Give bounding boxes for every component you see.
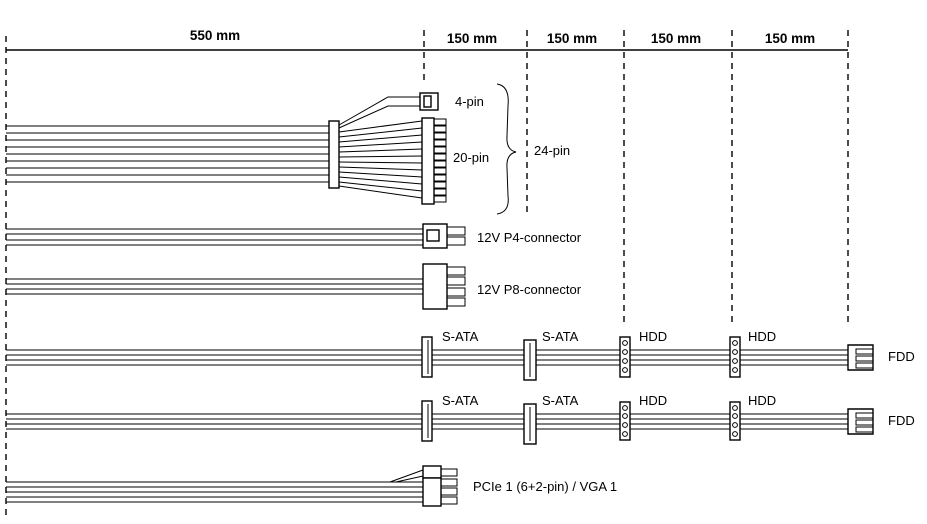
dimension-labels: 550 mm 150 mm 150 mm 150 mm 150 mm xyxy=(190,28,815,46)
sata-label-1b: S-ATA xyxy=(542,329,579,344)
sata-connector-2b xyxy=(523,403,537,445)
sata-connector-1b xyxy=(523,339,537,381)
atx-20pin-label: 20-pin xyxy=(453,150,489,165)
fdd-label-2: FDD xyxy=(888,413,915,428)
hdd-connector-2a xyxy=(619,401,631,441)
fdd-connector-2 xyxy=(847,408,874,435)
p8-label: 12V P8-connector xyxy=(477,282,582,297)
atx-24pin-label: 24-pin xyxy=(534,143,570,158)
hdd-connector-1a xyxy=(619,336,631,378)
atx-24pin-cable: 4-pin 20-pin 24-pin xyxy=(6,83,570,215)
dim-label-550: 550 mm xyxy=(190,28,240,43)
dim-label-150-2: 150 mm xyxy=(547,31,597,46)
dim-label-150-1: 150 mm xyxy=(447,31,497,46)
p4-cable: 12V P4-connector xyxy=(6,223,582,249)
sata-label-2a: S-ATA xyxy=(442,393,479,408)
dim-label-150-4: 150 mm xyxy=(765,31,815,46)
atx-20pin-connector xyxy=(421,117,447,205)
sata-label-2b: S-ATA xyxy=(542,393,579,408)
pcie-cable: PCIe 1 (6+2-pin) / VGA 1 xyxy=(6,465,617,507)
p4-label: 12V P4-connector xyxy=(477,230,582,245)
atx-4pin-label: 4-pin xyxy=(455,94,484,109)
hdd-connector-2b xyxy=(729,401,741,441)
sata-connector-1a xyxy=(421,336,433,378)
atx-4pin-connector xyxy=(419,92,439,111)
atx-brace xyxy=(496,83,517,215)
dimension-lines xyxy=(5,30,849,518)
pcie-label: PCIe 1 (6+2-pin) / VGA 1 xyxy=(473,479,617,494)
hdd-label-2b: HDD xyxy=(748,393,776,408)
sata-cable-row-2: S-ATA S-ATA HDD HDD FDD xyxy=(6,393,915,445)
pcie-connector xyxy=(422,465,458,507)
atx-cable-clamp xyxy=(328,120,340,189)
sata-connector-2a xyxy=(421,400,433,442)
sata-label-1a: S-ATA xyxy=(442,329,479,344)
hdd-label-1a: HDD xyxy=(639,329,667,344)
hdd-label-2a: HDD xyxy=(639,393,667,408)
fdd-connector-1 xyxy=(847,344,874,371)
fdd-label-1: FDD xyxy=(888,349,915,364)
p4-connector xyxy=(422,223,466,249)
sata-cable-row-1: S-ATA S-ATA HDD HDD FDD xyxy=(6,329,915,381)
hdd-label-1b: HDD xyxy=(748,329,776,344)
p8-cable: 12V P8-connector xyxy=(6,263,582,310)
hdd-connector-1b xyxy=(729,336,741,378)
dim-label-150-3: 150 mm xyxy=(651,31,701,46)
p8-connector xyxy=(422,263,466,310)
